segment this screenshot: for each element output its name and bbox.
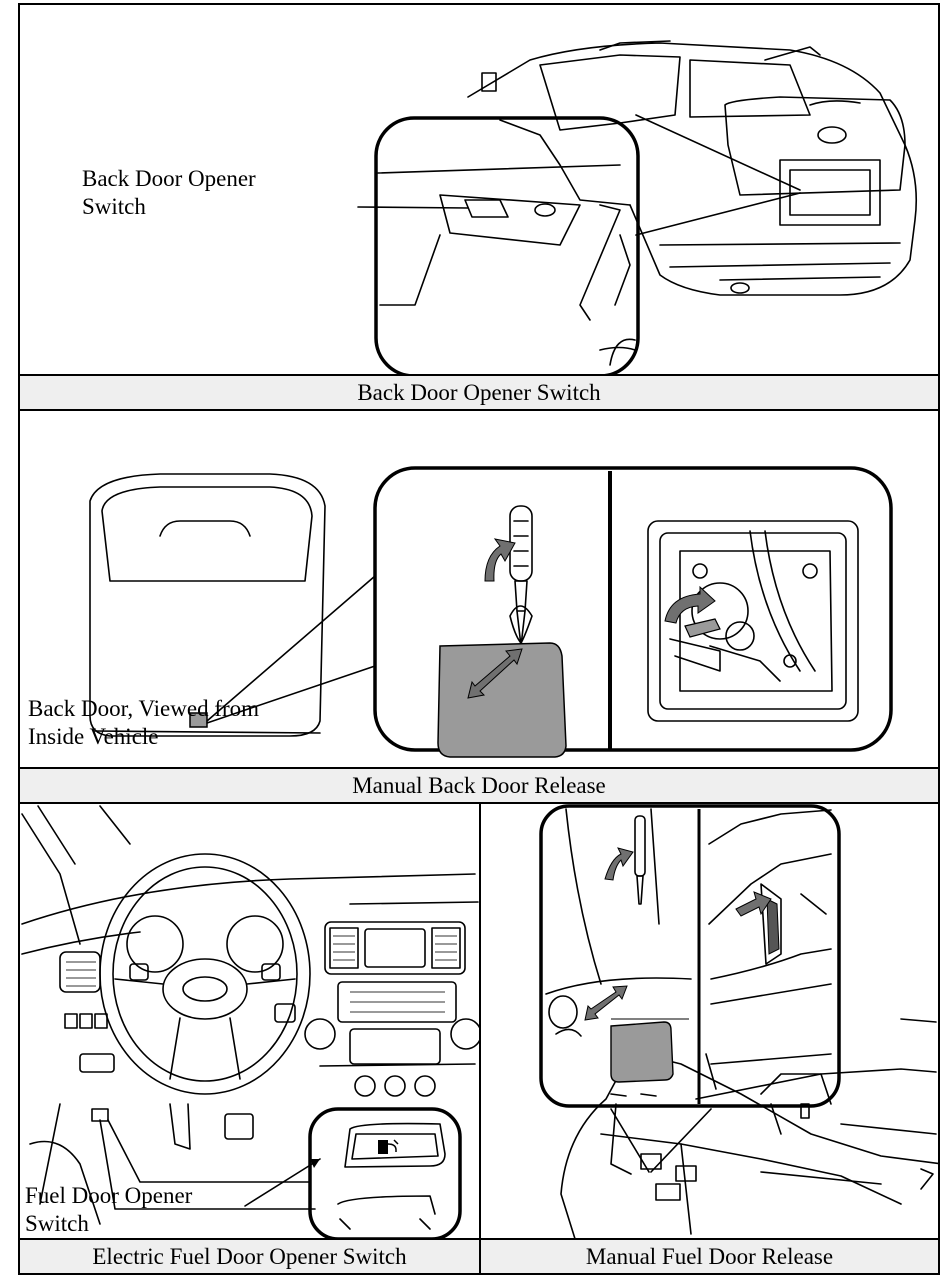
fuel-door-switch-illustration: Fuel Door Opener Switch <box>18 802 481 1240</box>
back-door-inside-callout-label: Back Door, Viewed from Inside Vehicle <box>28 695 259 751</box>
instruction-figure-table: Back Door Opener Switch Back Door Opener… <box>18 3 940 1275</box>
dashboard-drawing <box>20 804 481 1240</box>
back-door-switch-illustration: Back Door Opener Switch <box>18 3 940 376</box>
manual-fuel-door-caption: Manual Fuel Door Release <box>479 1238 940 1275</box>
manual-back-door-caption: Manual Back Door Release <box>18 767 940 804</box>
manual-fuel-door-illustration <box>479 802 940 1240</box>
back-door-switch-caption: Back Door Opener Switch <box>18 374 940 411</box>
cargo-area-drawing <box>481 804 940 1240</box>
fuel-door-switch-caption: Electric Fuel Door Opener Switch <box>18 1238 481 1275</box>
screwdriver-icon <box>510 506 532 646</box>
back-door-switch-callout-label: Back Door Opener Switch <box>82 165 256 221</box>
fuel-pump-icon <box>378 1140 398 1154</box>
steering-wheel <box>100 854 310 1094</box>
manual-back-door-illustration: Back Door, Viewed from Inside Vehicle <box>18 409 940 769</box>
fuel-door-switch-callout-label: Fuel Door Opener Switch <box>25 1182 192 1238</box>
